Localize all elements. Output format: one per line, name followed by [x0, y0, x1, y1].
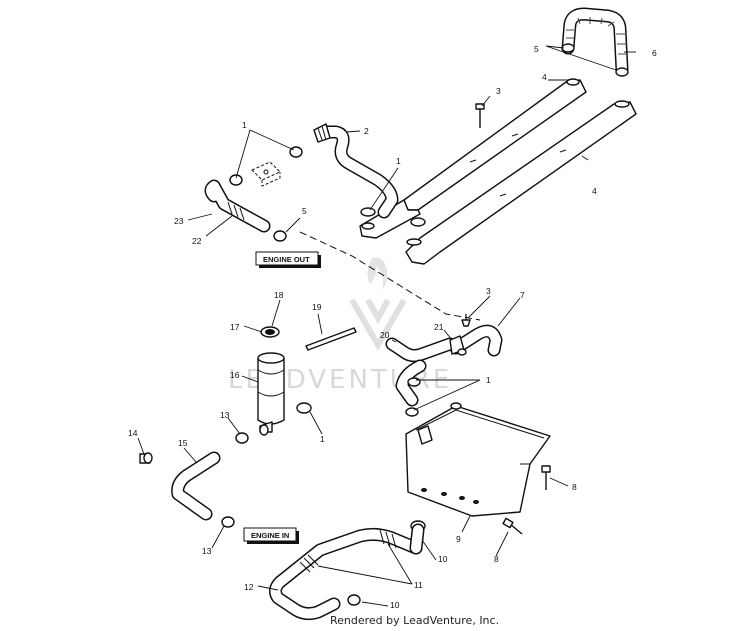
callout-1: 1: [486, 375, 491, 385]
footer-credit: Rendered by LeadVenture, Inc.: [330, 614, 499, 627]
part-1-clamps-upper[interactable]: [229, 146, 426, 227]
callout-15: 15: [178, 438, 188, 448]
part-22-hose[interactable]: [204, 179, 271, 233]
callout-19: 19: [312, 302, 322, 312]
callout-16: 16: [230, 370, 240, 380]
callout-12: 12: [244, 582, 254, 592]
part-3-screw-mid[interactable]: [461, 314, 471, 327]
watermark-logo: [349, 257, 407, 351]
part-13-clamp-top[interactable]: [235, 432, 249, 444]
flow-path-dashed: [299, 231, 481, 321]
engine-out-text: ENGINE OUT: [263, 255, 310, 264]
part-5-clamps-top[interactable]: [561, 43, 629, 77]
part-4-heat-exchanger-upper[interactable]: [359, 78, 587, 239]
part-3-screw-top[interactable]: [475, 103, 485, 128]
callout-1: 1: [242, 120, 247, 130]
callout-1: 1: [320, 434, 325, 444]
part-1-clamp-reservoir[interactable]: [296, 402, 312, 414]
callout-13: 13: [202, 546, 212, 556]
part-10-clamp-bottom[interactable]: [347, 594, 361, 606]
callout-13: 13: [220, 410, 230, 420]
engine-in-text: ENGINE IN: [251, 531, 289, 540]
part-18-cap[interactable]: [260, 326, 280, 338]
part-mount-bracket[interactable]: [251, 161, 281, 187]
callout-18: 18: [274, 290, 284, 300]
part-12-hose[interactable]: [268, 527, 423, 621]
part-5-clamp-mid[interactable]: [273, 230, 287, 242]
part-9-tank[interactable]: [405, 402, 551, 517]
part-2-hose[interactable]: [313, 123, 399, 219]
part-14-fitting[interactable]: [139, 452, 153, 464]
part-10-elbow[interactable]: [409, 523, 425, 555]
callout-3: 3: [486, 286, 491, 296]
callout-9: 9: [456, 534, 461, 544]
callout-22: 22: [192, 236, 202, 246]
callout-6: 6: [652, 48, 657, 58]
part-19-rod[interactable]: [305, 327, 357, 351]
callout-14: 14: [128, 428, 138, 438]
callout-7: 7: [520, 290, 525, 300]
callout-10: 10: [438, 554, 448, 564]
callout-2: 2: [364, 126, 369, 136]
part-11-hose-segment[interactable]: [299, 529, 397, 573]
callout-4: 4: [592, 186, 597, 196]
callout-5: 5: [302, 206, 307, 216]
part-8-bolt-top[interactable]: [541, 465, 551, 490]
part-13-clamp-bottom[interactable]: [221, 516, 235, 528]
callout-10: 10: [390, 600, 400, 610]
callout-1: 1: [396, 156, 401, 166]
callout-23: 23: [174, 216, 184, 226]
callout-5: 5: [534, 44, 539, 54]
callout-3: 3: [496, 86, 501, 96]
part-20-hose[interactable]: [385, 337, 457, 363]
callout-4: 4: [542, 72, 547, 82]
part-hose-lower-mid[interactable]: [395, 359, 427, 407]
part-8-bolt-bottom[interactable]: [502, 517, 523, 535]
part-15-hose[interactable]: [171, 451, 221, 521]
leader-lines: [137, 45, 636, 607]
engine-out-label: ENGINE OUT: [255, 251, 321, 268]
callout-17: 17: [230, 322, 240, 332]
callout-20: 20: [380, 330, 390, 340]
part-4-heat-exchanger-lower[interactable]: [405, 100, 637, 265]
callouts: 1 2 3 4 4 5 6 1 5 23 22 18 17 19 3 7 21 …: [128, 44, 657, 610]
engine-in-label: ENGINE IN: [243, 527, 299, 544]
callout-21: 21: [434, 322, 444, 332]
callout-8: 8: [572, 482, 577, 492]
part-7-hose[interactable]: [449, 324, 503, 357]
callout-8: 8: [494, 554, 499, 564]
callout-11: 11: [414, 580, 423, 590]
part-16-reservoir[interactable]: [257, 352, 285, 436]
part-21-tee[interactable]: [449, 335, 467, 356]
part-6-upper-hose[interactable]: [561, 7, 629, 77]
